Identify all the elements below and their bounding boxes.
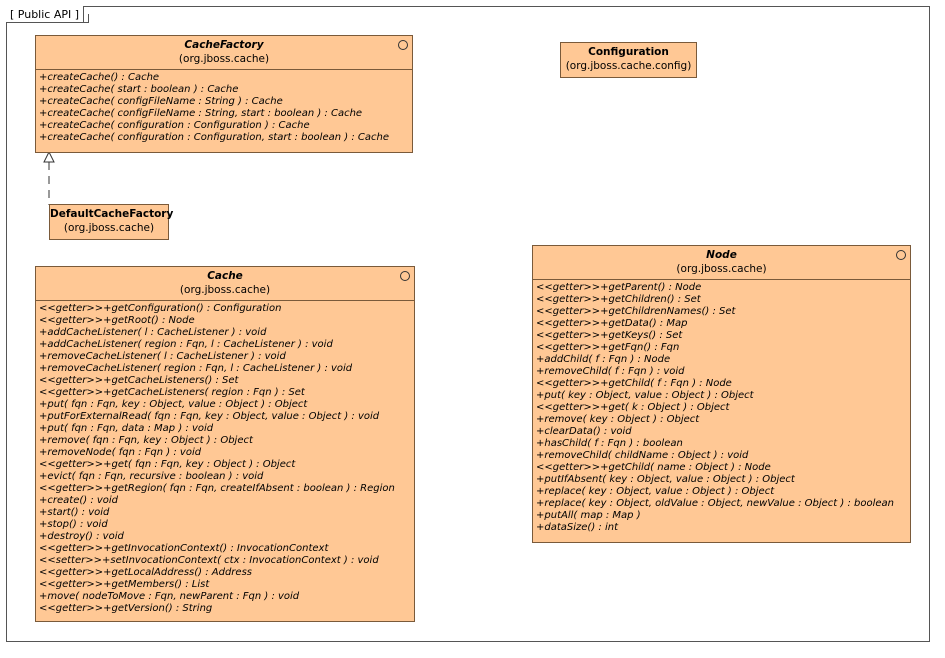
operation: <<getter>>+getRegion( fqn : Fqn, createI… [39, 483, 395, 494]
operation: +put( fqn : Fqn, key : Object, value : O… [39, 399, 308, 410]
operation: +dataSize() : int [536, 522, 618, 533]
operations-list: +createCache() : Cache +createCache( sta… [36, 70, 412, 144]
class-configuration[interactable]: Configuration (org.jboss.cache.config) [560, 42, 697, 78]
class-package: (org.jboss.cache.config) [565, 60, 692, 72]
operation: <<getter>>+getFqn() : Fqn [536, 342, 680, 353]
operation: <<getter>>+getKeys() : Set [536, 330, 683, 341]
operation: +addCacheListener( region : Fqn, l : Cac… [39, 339, 333, 350]
operation: <<getter>>+getVersion() : String [39, 603, 213, 614]
class-name: Node [706, 249, 737, 261]
operation: +move( nodeToMove : Fqn, newParent : Fqn… [39, 591, 300, 602]
operation: +clearData() : void [536, 426, 632, 437]
operation: <<getter>>+get( fqn : Fqn, key : Object … [39, 459, 296, 470]
class-name: DefaultCacheFactory [50, 208, 174, 220]
operation: +createCache( start : boolean ) : Cache [39, 84, 239, 95]
operation: <<getter>>+getCacheListeners() : Set [39, 375, 239, 386]
frame-label: [ Public API ] [6, 6, 90, 23]
operation: <<getter>>+getConfiguration() : Configur… [39, 303, 282, 314]
operation: <<getter>>+getData() : Map [536, 318, 688, 329]
class-cache-factory[interactable]: CacheFactory (org.jboss.cache) +createCa… [35, 35, 413, 153]
operation: <<getter>>+getMembers() : List [39, 579, 210, 590]
operation: +remove( key : Object ) : Object [536, 414, 700, 425]
class-header: DefaultCacheFactory (org.jboss.cache) [50, 205, 174, 238]
operation: +replace( key : Object, oldValue : Objec… [536, 498, 894, 509]
operation: <<getter>>+getChildrenNames() : Set [536, 306, 736, 317]
operation: +stop() : void [39, 519, 108, 530]
class-cache[interactable]: Cache (org.jboss.cache) <<getter>>+getCo… [35, 266, 415, 622]
operation: <<getter>>+getParent() : Node [536, 282, 702, 293]
operation: +evict( fqn : Fqn, recursive : boolean )… [39, 471, 264, 482]
operation: <<setter>>+setInvocationContext( ctx : I… [39, 555, 379, 566]
operation: +createCache( configuration : Configurat… [39, 132, 389, 143]
operation: <<getter>>+getChild( name : Object ) : N… [536, 462, 771, 473]
operations-list: <<getter>>+getParent() : Node <<getter>>… [533, 280, 910, 534]
operation: +createCache( configFileName : String ) … [39, 96, 283, 107]
operation: +removeChild( childName : Object ) : voi… [536, 450, 749, 461]
operation: +removeCacheListener( region : Fqn, l : … [39, 363, 353, 374]
operation: +putIfAbsent( key : Object, value : Obje… [536, 474, 795, 485]
class-name: Configuration [588, 46, 669, 58]
operation: +removeNode( fqn : Fqn ) : void [39, 447, 202, 458]
class-default-cache-factory[interactable]: DefaultCacheFactory (org.jboss.cache) [49, 204, 174, 240]
class-header: Node (org.jboss.cache) [533, 246, 910, 280]
operation: +create() : void [39, 495, 119, 506]
class-header: Configuration (org.jboss.cache.config) [561, 43, 696, 76]
class-package: (org.jboss.cache) [178, 53, 270, 65]
operation: <<getter>>+get( k : Object ) : Object [536, 402, 730, 413]
class-header: CacheFactory (org.jboss.cache) [36, 36, 412, 70]
operation: +addChild( f : Fqn ) : Node [536, 354, 671, 365]
operation: +removeCacheListener( l : CacheListener … [39, 351, 286, 362]
class-package: (org.jboss.cache) [63, 222, 155, 234]
class-header: Cache (org.jboss.cache) [36, 267, 414, 301]
operation: +start() : void [39, 507, 110, 518]
class-package: (org.jboss.cache) [676, 263, 767, 275]
operation: <<getter>>+getRoot() : Node [39, 315, 195, 326]
operation: <<getter>>+getChild( f : Fqn ) : Node [536, 378, 732, 389]
operation: +remove( fqn : Fqn, key : Object ) : Obj… [39, 435, 253, 446]
operation: +put( fqn : Fqn, data : Map ) : void [39, 423, 214, 434]
operation: <<getter>>+getLocalAddress() : Address [39, 567, 252, 578]
operation: +replace( key : Object, value : Object )… [536, 486, 775, 497]
class-name: Cache [207, 270, 243, 282]
operations-list: <<getter>>+getConfiguration() : Configur… [36, 301, 414, 615]
public-api-frame [6, 6, 930, 642]
operation: <<getter>>+getChildren() : Set [536, 294, 701, 305]
operation: +putAll( map : Map ) [536, 510, 641, 521]
class-package: (org.jboss.cache) [179, 284, 271, 296]
class-name: CacheFactory [184, 39, 264, 51]
realization-arrowhead [43, 150, 55, 163]
operation: +createCache( configuration : Configurat… [39, 120, 310, 131]
operation: +addCacheListener( l : CacheListener ) :… [39, 327, 267, 338]
operation: +destroy() : void [39, 531, 124, 542]
operation: <<getter>>+getCacheListeners( region : F… [39, 387, 305, 398]
operation: +createCache() : Cache [39, 72, 160, 83]
interface-circle-icon [398, 40, 408, 50]
operation: <<getter>>+getInvocationContext() : Invo… [39, 543, 329, 554]
operation: +put( key : Object, value : Object ) : O… [536, 390, 754, 401]
interface-circle-icon [400, 271, 410, 281]
interface-circle-icon [896, 250, 906, 260]
operation: +putForExternalRead( fqn : Fqn, key : Ob… [39, 411, 380, 422]
operation: +createCache( configFileName : String, s… [39, 108, 363, 119]
operation: +removeChild( f : Fqn ) : void [536, 366, 685, 377]
operation: +hasChild( f : Fqn ) : boolean [536, 438, 683, 449]
class-node[interactable]: Node (org.jboss.cache) <<getter>>+getPar… [532, 245, 911, 543]
